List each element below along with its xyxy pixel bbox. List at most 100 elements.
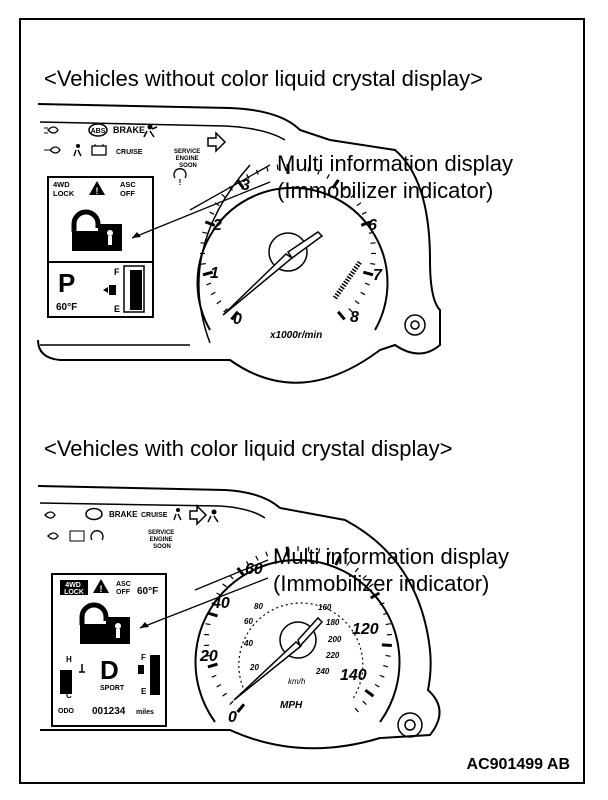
seatbelt-icon-bottom <box>173 508 182 521</box>
tacho-tick-3: 3 <box>241 177 250 194</box>
service-engine-soon-label: SERVICE ENGINE SOON <box>174 149 202 169</box>
speedo-tick-mark <box>354 567 359 573</box>
battery-icon <box>91 144 107 156</box>
tachometer: 0 1 2 3 6 7 8 x1000r/min <box>196 164 389 344</box>
tacho-tick-mark <box>236 179 245 189</box>
speedo-tick-mark <box>362 700 367 705</box>
tacho-tick-mark <box>348 308 353 313</box>
speedo-tick-mark <box>369 583 374 588</box>
speedo-tick-mark <box>285 546 290 557</box>
bottom-callout-line2: (Immobilizer indicator) <box>273 571 490 596</box>
service-engine-soon-label-bottom: SERVICE ENGINE SOON <box>148 530 176 550</box>
kmh-tick-80: 80 <box>254 602 263 611</box>
tacho-ticks <box>200 164 376 321</box>
tire-pressure-icon: ! <box>173 168 187 187</box>
top-caption: <Vehicles without color liquid crystal d… <box>44 66 484 91</box>
tacho-tick-mark <box>216 300 222 305</box>
asc-off-label-bottom: ASC OFF <box>116 581 133 596</box>
tacho-tick-mark <box>297 164 300 170</box>
tacho-tick-mark <box>350 193 355 198</box>
fuel-empty-label: E <box>114 304 120 314</box>
bottom-callout-line1: Multi information display <box>273 544 509 569</box>
tacho-tick-mark <box>360 291 366 296</box>
speedo-tick-mark <box>211 674 217 678</box>
brake-label-bottom: BRAKE <box>109 510 138 519</box>
tacho-tick-0: 0 <box>233 311 242 328</box>
top-cluster: ABS BRAKE CRUISE SERVICE ENGINE SOON <box>37 103 441 384</box>
warning-triangle-icon: ! <box>89 181 105 196</box>
speedo-tick-mark <box>374 683 380 688</box>
speedo-tick-mark <box>381 643 392 647</box>
tacho-tick-mark <box>206 282 212 286</box>
speedo-tick-mark <box>207 611 218 618</box>
drive-mode-label: SPORT <box>100 685 125 692</box>
speedo-tick-mark <box>265 551 269 557</box>
tacho-tick-mark <box>202 231 208 234</box>
svg-text:!: ! <box>179 178 182 187</box>
top-callout-line2: (Immobilizer indicator) <box>277 178 494 203</box>
headlamp-icon-bottom <box>44 511 56 519</box>
top-callout: Multi information display (Immobilizer i… <box>277 150 513 204</box>
turn-signal-arrow-icon <box>207 131 227 153</box>
tacho-tick-mark <box>336 310 346 321</box>
tacho-tick-mark <box>200 242 206 244</box>
figure-id: AC901499 AB <box>466 756 570 773</box>
multi-info-display-top: 4WD LOCK ! ASC OFF P 60°F F <box>47 176 154 318</box>
speedo-tick-mark <box>255 555 259 561</box>
tacho-tick-mark <box>368 231 374 234</box>
abs-warning-icon: ABS <box>88 123 108 137</box>
mph-tick-0: 0 <box>228 709 237 726</box>
callout-leader-top-2 <box>131 181 271 239</box>
speedo-tick-mark <box>205 623 211 626</box>
tacho-tick-mark <box>343 186 348 191</box>
bottom-caption: <Vehicles with color liquid crystal disp… <box>44 436 453 461</box>
tacho-tick-mark <box>326 174 330 179</box>
tacho-tick-mark <box>210 291 216 296</box>
coolant-temp-icon <box>79 664 85 673</box>
speedo-tick-mark <box>385 623 391 626</box>
speedo-tick-mark <box>222 583 227 588</box>
svg-text:!: ! <box>96 186 99 196</box>
speedo-tick-mark <box>307 546 310 552</box>
speedo-tick-mark <box>211 602 217 606</box>
speedo-tick-mark <box>216 683 222 688</box>
warning-triangle-icon-bottom: ! <box>93 579 109 594</box>
kmh-label: km/h <box>288 677 306 686</box>
temp-cold-label: C <box>66 691 72 700</box>
odometer-value: 001234 <box>92 706 126 717</box>
speedo-tick-mark <box>362 575 367 580</box>
4wd-lock-label-bottom: 4WD LOCK <box>64 582 84 596</box>
odometer-unit: miles <box>136 709 154 716</box>
top-callout-line1: Multi information display <box>277 151 513 176</box>
4wd-lock-label: 4WD LOCK <box>53 180 75 198</box>
odo-label: ODO <box>58 708 75 715</box>
airbag-icon-bottom <box>207 509 219 523</box>
cruise-label-bottom: CRUISE <box>141 512 168 519</box>
speedo-tick-mark <box>245 561 250 566</box>
tacho-tick-7: 7 <box>373 267 383 284</box>
fuel-pump-icon <box>103 285 116 295</box>
tacho-unit-label: x1000r/min <box>269 330 322 341</box>
speedo-tick-mark <box>385 654 391 657</box>
svg-text:!: ! <box>100 584 103 594</box>
abs-icon-bottom <box>85 507 103 521</box>
tire-pressure-icon-bottom <box>90 530 104 541</box>
outside-temp-label-bottom: 60°F <box>137 586 158 597</box>
tacho-tick-mark <box>204 220 216 227</box>
speedo-tick-mark <box>236 703 246 713</box>
tacho-tick-mark <box>361 211 367 215</box>
kmh-tick-60: 60 <box>244 617 253 626</box>
speedo-tick-mark <box>205 654 211 657</box>
airbag-icon <box>143 124 158 138</box>
seatbelt-icon <box>73 144 82 157</box>
kmh-tick-160: 160 <box>318 603 332 612</box>
mph-tick-60: 60 <box>245 561 263 578</box>
tacho-tick-mark <box>202 270 214 277</box>
speedo-tick-mark <box>379 674 385 678</box>
outside-temp-label: 60°F <box>56 302 77 313</box>
mph-tick-120: 120 <box>352 621 379 638</box>
tacho-tick-8: 8 <box>350 309 359 326</box>
tacho-tick-mark <box>317 169 321 175</box>
fog-lamp-icon <box>44 146 61 154</box>
kmh-tick-20: 20 <box>249 663 259 672</box>
